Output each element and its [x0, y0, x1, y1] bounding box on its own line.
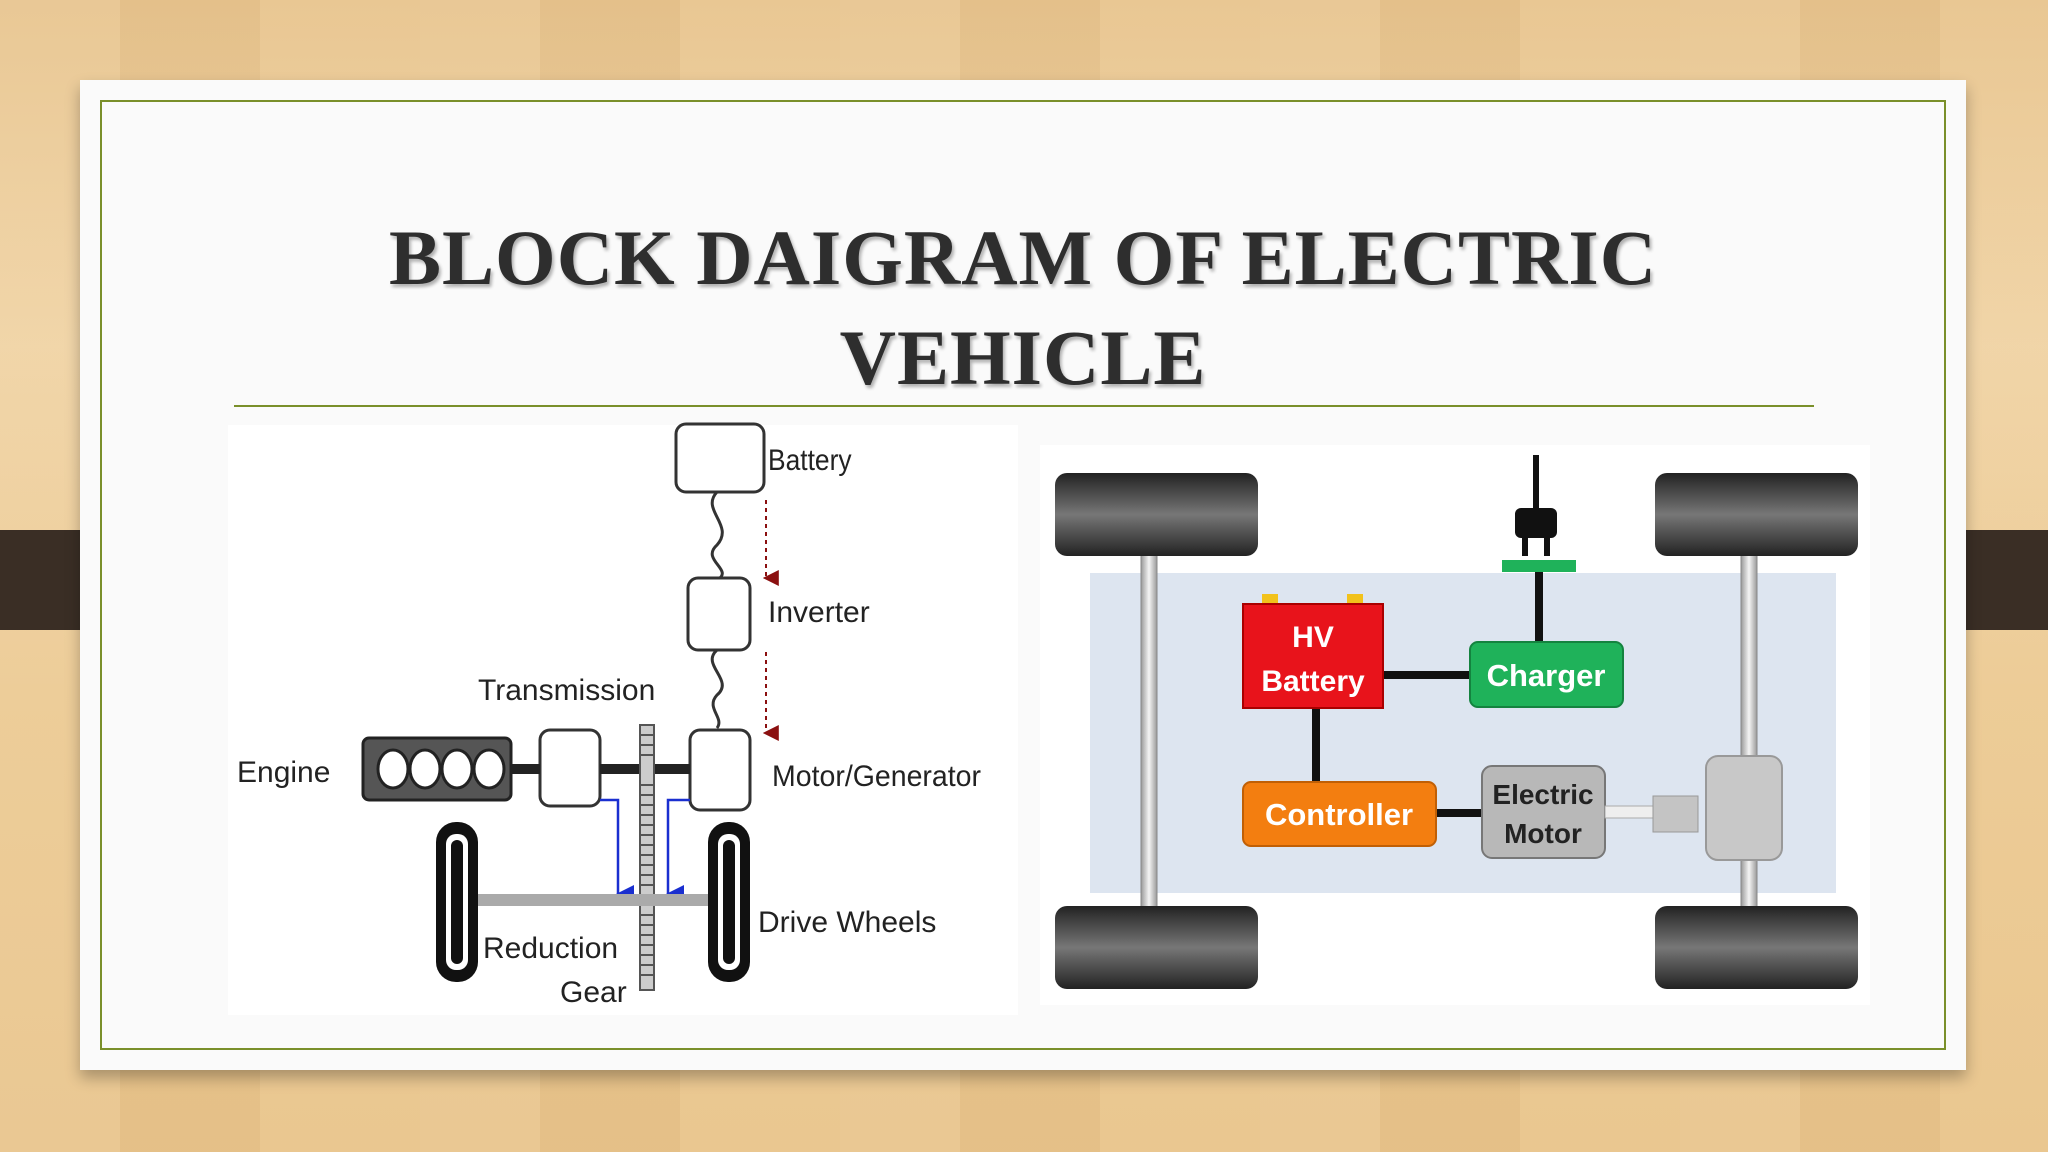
reduction-gear [639, 724, 655, 991]
controller-label: Controller [1265, 797, 1413, 832]
front-left-wheel [1055, 473, 1258, 556]
title-line-2: VEHICLE [839, 314, 1207, 401]
slide-title: BLOCK DAIGRAM OF ELECTRIC VEHICLE [80, 208, 1966, 408]
left-drive-wheel [436, 822, 478, 982]
motor-generator-block [688, 728, 752, 812]
drive-wheels-label: Drive Wheels [758, 906, 936, 939]
left-axle [1140, 554, 1158, 908]
inverter-motor-cable [710, 648, 724, 729]
engine-label: Engine [237, 756, 330, 789]
reduction-gear-label-line2: Gear [560, 976, 627, 1009]
rear-left-wheel [1055, 906, 1258, 989]
axle-coupling [1652, 795, 1699, 833]
electric-motor-label-line1: Electric [1492, 779, 1593, 810]
transmission-block [538, 728, 602, 808]
transmission-label: Transmission [478, 674, 655, 707]
differential-housing [1705, 755, 1783, 861]
slide-border [100, 100, 1946, 1050]
front-right-wheel [1655, 473, 1858, 556]
motor-gear-arrow [664, 798, 690, 905]
hv-battery-label-line2: Battery [1261, 665, 1365, 698]
ev-chassis-diagram: HV Battery Charger Controller Electric M… [1040, 445, 1870, 1005]
title-line-1: BLOCK DAIGRAM OF ELECTRIC [388, 214, 1658, 301]
battery-label: Battery [768, 442, 852, 476]
reduction-gear-label-line1: Reduction [483, 932, 618, 965]
charging-plug-icon [1515, 455, 1557, 556]
hv-battery-block [1242, 603, 1384, 709]
controller-block [1242, 781, 1437, 847]
charging-port [1502, 560, 1576, 572]
battery-inverter-cable [710, 490, 724, 582]
hv-battery-label-line1: HV [1292, 621, 1334, 654]
right-drive-wheel [708, 822, 750, 982]
inverter-label: Inverter [768, 596, 870, 629]
hybrid-drivetrain-diagram: Battery Inverter Motor/Generator Transmi… [228, 422, 1018, 1015]
transmission-gear-arrow [600, 798, 634, 905]
motor-output-shaft [1604, 805, 1654, 819]
inverter-block [686, 576, 752, 652]
engine-cylinders [376, 748, 506, 790]
charger-label: Charger [1487, 658, 1606, 693]
battery-block [674, 422, 766, 494]
electric-motor-label-line2: Motor [1504, 818, 1582, 849]
charger-block [1469, 641, 1624, 708]
motor-generator-label: Motor/Generator [772, 760, 981, 793]
rear-right-wheel [1655, 906, 1858, 989]
title-underline [234, 405, 1814, 407]
